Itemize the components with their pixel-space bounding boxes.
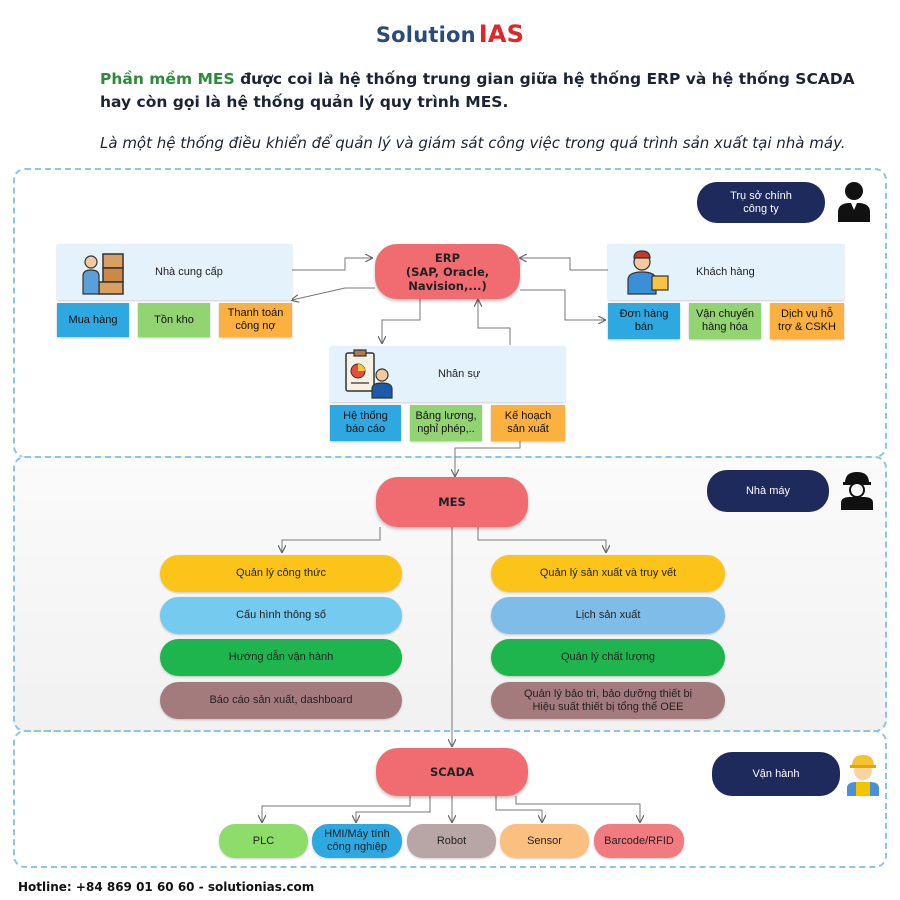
logo-ias: IAS (478, 20, 525, 48)
customer-item-support: Dịch vụ hỗ trợ & CSKH (770, 303, 844, 339)
supplier-item-inventory: Tồn kho (138, 303, 210, 337)
hq-badge: Trụ sở chính công ty (697, 182, 825, 223)
factory-label: Nhà máy (745, 484, 791, 497)
worker-with-boxes-icon (79, 248, 127, 296)
intro-text: Phần mềm MES được coi là hệ thống trung … (100, 68, 860, 114)
erp-node: ERP (SAP, Oracle, Navision,...) (375, 244, 520, 299)
mes-feature-instructions: Hướng dẫn vận hành (160, 639, 402, 676)
mes-feature-schedule: Lịch sản xuất (491, 597, 725, 634)
report-clipboard-icon (342, 349, 396, 399)
footer-hotline: Hotline: +84 869 01 60 60 - solutionias.… (18, 880, 315, 894)
logo-solution: Solution (375, 23, 476, 47)
intro-highlight: Phần mềm MES (100, 70, 235, 88)
supplier-card: Nhà cung cấp (57, 244, 292, 300)
device-sensor: Sensor (500, 824, 589, 858)
customer-item-orders: Đơn hàng bán (608, 303, 680, 339)
erp-subtitle: (SAP, Oracle, Navision,...) (405, 264, 490, 293)
operation-badge: Vận hành (712, 752, 840, 796)
hr-item-reports: Hệ thống báo cáo (330, 405, 401, 441)
customer-item-shipping: Vận chuyển hàng hóa (689, 303, 761, 339)
engineer-hardhat-icon (838, 470, 876, 510)
scada-node: SCADA (376, 748, 528, 796)
mes-feature-quality: Quản lý chất lượng (491, 639, 725, 676)
device-robot: Robot (407, 824, 496, 858)
customer-label: Khách hàng (696, 266, 755, 278)
device-hmi: HMI/Máy tính công nghiệp (312, 824, 402, 858)
factory-badge: Nhà máy (707, 470, 829, 512)
mes-feature-maintenance-oee: Quản lý bảo trì, bảo dưỡng thiết bị Hiệu… (491, 682, 725, 719)
intro-line2: hay còn gọi là hệ thống quản lý quy trìn… (100, 93, 509, 111)
operation-label: Vận hành (752, 767, 800, 780)
supplier-item-purchase: Mua hàng (57, 303, 129, 337)
customer-card: Khách hàng (608, 244, 844, 300)
businessman-icon (834, 180, 874, 222)
mes-node: MES (376, 477, 528, 527)
hr-item-planning: Kế hoạch sản xuất (491, 405, 565, 441)
hq-label: Trụ sở chính công ty (730, 189, 792, 215)
supplier-label: Nhà cung cấp (155, 266, 223, 278)
hr-item-payroll: Bảng lương, nghỉ phép,.. (410, 405, 482, 441)
mes-feature-parameters: Cấu hình thông số (160, 597, 402, 634)
device-plc: PLC (219, 824, 308, 858)
erp-title: ERP (434, 250, 461, 265)
intro-line1: được coi là hệ thống trung gian giữa hệ … (234, 70, 855, 88)
device-barcode-rfid: Barcode/RFID (594, 824, 684, 858)
intro-italic: Là một hệ thống điều khiển để quản lý và… (100, 134, 846, 152)
worker-yellow-helmet-icon (844, 752, 882, 796)
hr-label: Nhân sự (438, 368, 481, 380)
supplier-item-payment: Thanh toán công nợ (219, 303, 292, 337)
hr-card: Nhân sự (330, 346, 565, 402)
mes-feature-recipe: Quản lý công thức (160, 555, 402, 592)
mes-feature-traceability: Quản lý sản xuất và truy vết (491, 555, 725, 592)
operation-zone (13, 730, 887, 868)
delivery-man-icon (624, 248, 672, 296)
mes-feature-dashboard: Báo cáo sản xuất, dashboard (160, 682, 402, 719)
